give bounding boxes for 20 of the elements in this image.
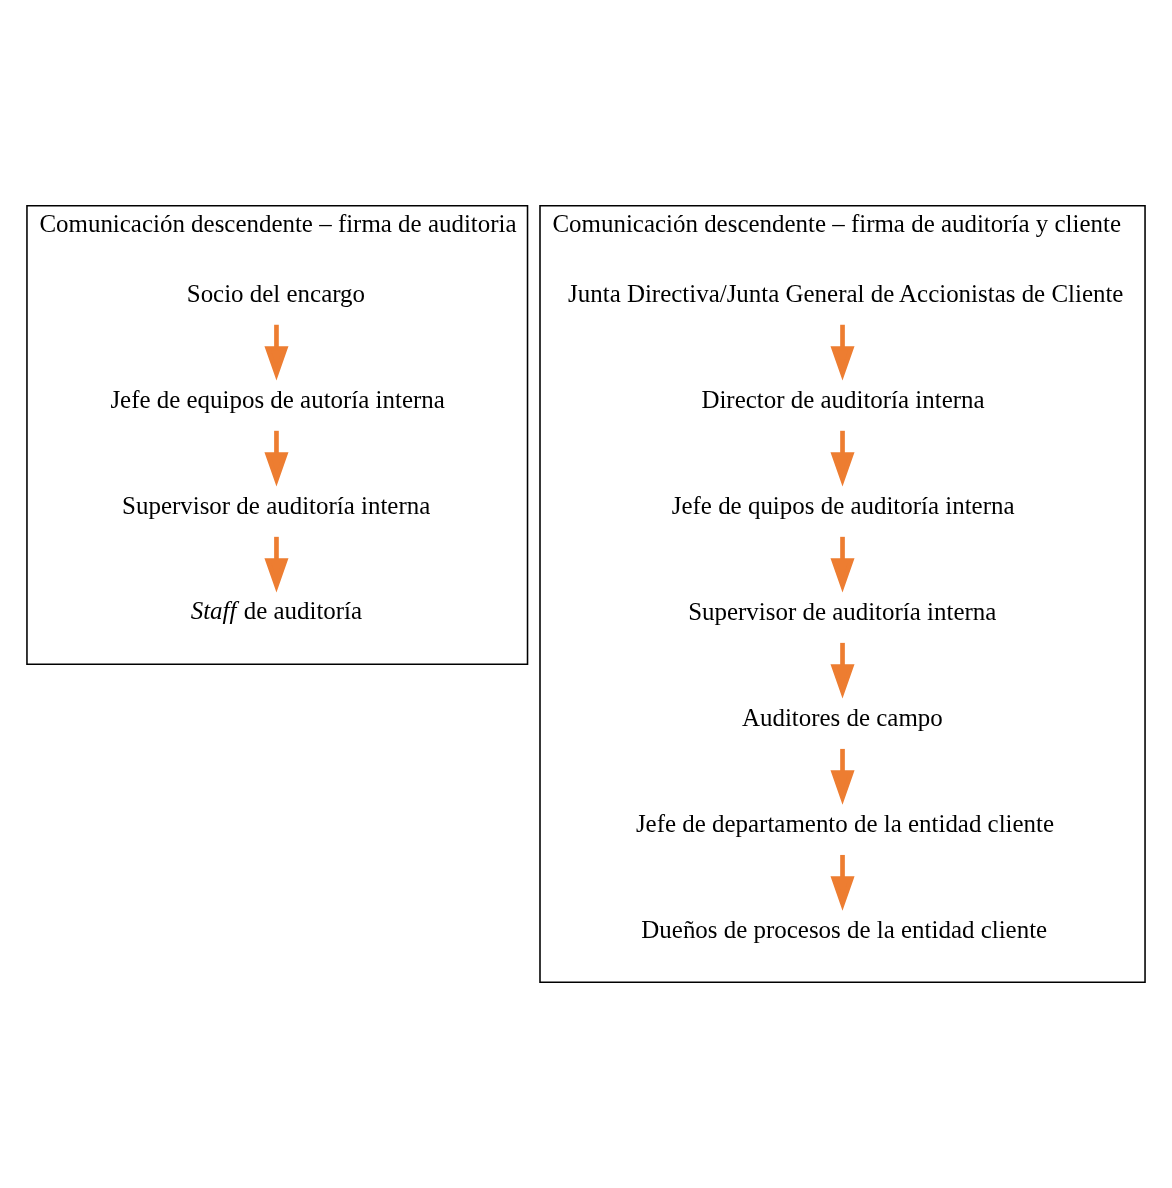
arrow (264, 324, 289, 381)
node-text: Socio del encargo (186, 280, 365, 308)
node-text: Junta Directiva/Junta General de Accionistas de Cliente (568, 280, 1124, 308)
arrow (830, 430, 855, 487)
arrow (264, 430, 289, 487)
node-text: Jefe de quipos de auditoría interna (671, 492, 1015, 520)
node-text: Jefe de departamento de la entidad cliente (635, 810, 1055, 838)
node-text: Staff de auditoría (190, 596, 363, 624)
arrow (830, 748, 855, 805)
arrow (830, 854, 855, 911)
node-text: Supervisor de auditoría interna (688, 598, 997, 626)
node-text: Jefe de equipos de autoría interna (110, 386, 445, 414)
arrow (830, 642, 855, 699)
node-text: Director de auditoría interna (701, 386, 985, 414)
node-text: Dueños de procesos de la entidad cliente (641, 916, 1048, 944)
arrow (264, 536, 289, 593)
arrow (830, 536, 855, 593)
node-text: Supervisor de auditoría interna (122, 492, 431, 520)
arrow (830, 324, 855, 381)
node-text: Auditores de campo (741, 704, 943, 732)
